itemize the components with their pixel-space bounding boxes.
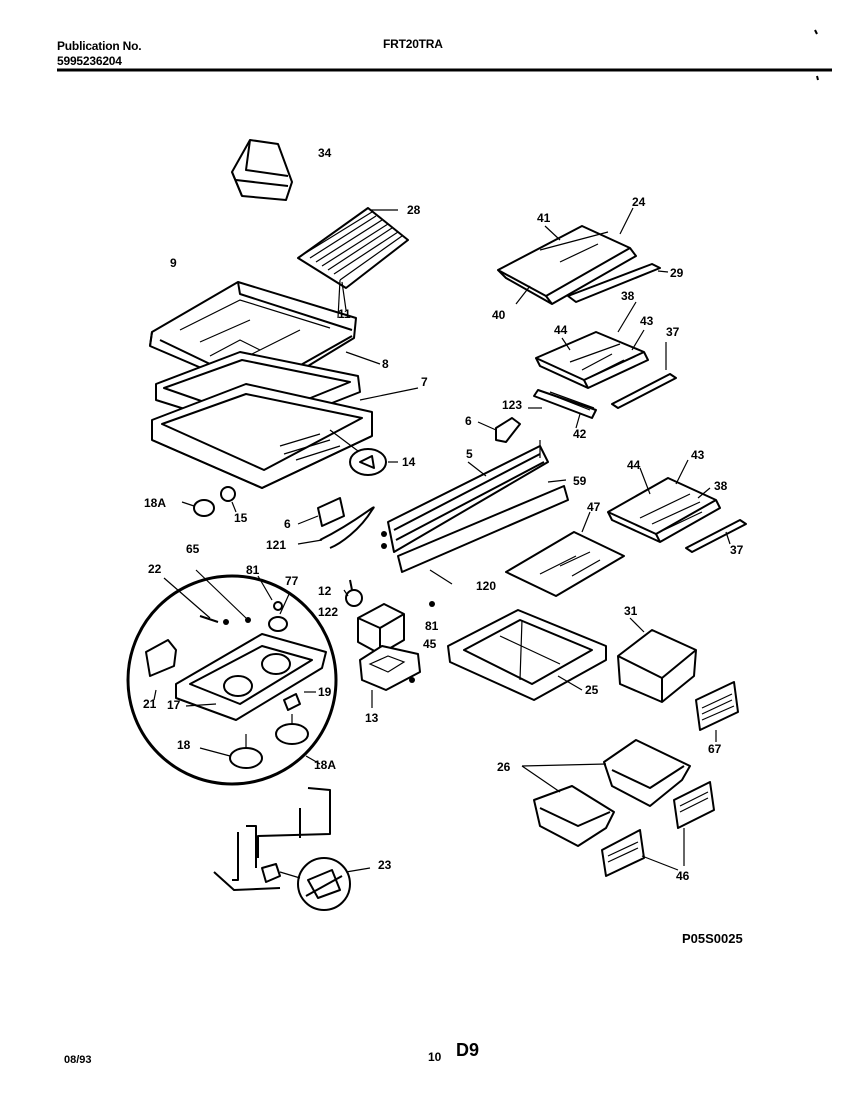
callout-77: 77: [285, 574, 299, 588]
callout-8: 8: [382, 357, 389, 371]
part-14-damper-knob: [349, 448, 398, 476]
callout-22: 22: [148, 562, 162, 576]
part-67-panel: [695, 681, 739, 742]
callout-13: 13: [365, 711, 379, 725]
part-26-pan-lower: [533, 785, 615, 847]
part-47-glass: [505, 511, 625, 597]
callout-44-lower: 44: [627, 458, 641, 472]
callout-37-upper: 37: [666, 325, 680, 339]
publication-number: 5995236204: [57, 54, 122, 68]
footer-section: D9: [456, 1040, 480, 1060]
callout-5: 5: [466, 447, 473, 461]
callout-38-lower: 38: [714, 479, 728, 493]
cabinet-corner: [213, 787, 331, 891]
callout-31: 31: [624, 604, 638, 618]
callout-24: 24: [632, 195, 646, 209]
callout-28: 28: [407, 203, 421, 217]
callout-37-lower: 37: [730, 543, 744, 557]
callout-41: 41: [537, 211, 551, 225]
callout-7: 7: [421, 375, 428, 389]
part-6-bracket-lower: [297, 497, 345, 527]
callout-18A-upper: 18A: [144, 496, 167, 510]
part-38-glass-shelf: [528, 301, 677, 429]
callout-25: 25: [585, 683, 599, 697]
part-31-pan: [617, 617, 697, 703]
callout-18A-lower: 18A: [314, 758, 337, 772]
footer-page-number: 10: [428, 1050, 442, 1064]
part-23-detail: [261, 857, 371, 911]
callout-19: 19: [318, 685, 332, 699]
part-121-wire: [319, 506, 375, 549]
callout-23: 23: [378, 858, 392, 872]
callout-12: 12: [318, 584, 332, 598]
control-detail-circle: [126, 569, 338, 786]
callout-120: 120: [476, 579, 497, 593]
callout-6-upper: 6: [465, 414, 472, 428]
callout-45: 45: [423, 637, 437, 651]
part-46-panel-left: [601, 829, 645, 877]
callout-46: 46: [676, 869, 690, 883]
part-120-rail: [397, 479, 569, 585]
part-26-pan-upper: [603, 739, 691, 807]
callout-47: 47: [587, 500, 601, 514]
callout-11: 11: [338, 307, 351, 321]
callout-38-upper: 38: [621, 289, 635, 303]
callout-44-upper: 44: [554, 323, 568, 337]
callout-6-lower: 6: [284, 517, 291, 531]
part-122-13-light-housing: [357, 601, 435, 708]
part-46-panel-right: [673, 781, 715, 829]
callout-18: 18: [177, 738, 191, 752]
part-34-bin: [231, 139, 293, 201]
callout-42: 42: [573, 427, 587, 441]
part-18A-15-socket: [181, 486, 237, 517]
callout-43-lower: 43: [691, 448, 705, 462]
publication-label: Publication No.: [57, 39, 142, 53]
callout-14: 14: [402, 455, 416, 469]
callout-17: 17: [167, 698, 181, 712]
model-number: FRT20TRA: [383, 37, 443, 51]
callout-26: 26: [497, 760, 511, 774]
part-6-bracket-upper: [477, 417, 521, 443]
callout-123: 123: [502, 398, 523, 412]
part-38-lower-shelf: [607, 459, 747, 553]
part-7-frame: [151, 383, 373, 489]
callout-29: 29: [670, 266, 684, 280]
diagram-code: P05S0025: [682, 931, 743, 946]
callout-21: 21: [143, 697, 157, 711]
callout-81-left: 81: [246, 563, 260, 577]
callout-15: 15: [234, 511, 248, 525]
callout-9: 9: [170, 256, 177, 270]
callout-59: 59: [573, 474, 587, 488]
callout-40: 40: [492, 308, 506, 322]
callout-43-upper: 43: [640, 314, 654, 328]
part-25-crisper-frame: [447, 609, 607, 701]
part-12-lamp-socket: [343, 579, 363, 607]
callout-121: 121: [266, 538, 287, 552]
part-28-wire-shelf: [297, 207, 409, 311]
callout-67: 67: [708, 742, 722, 756]
callout-34: 34: [318, 146, 332, 160]
callout-122: 122: [318, 605, 339, 619]
callout-81-right: 81: [425, 619, 439, 633]
part-24-shelf: [497, 207, 669, 305]
part-5-rail: [381, 440, 549, 553]
callout-65: 65: [186, 542, 200, 556]
footer-date: 08/93: [64, 1054, 92, 1066]
